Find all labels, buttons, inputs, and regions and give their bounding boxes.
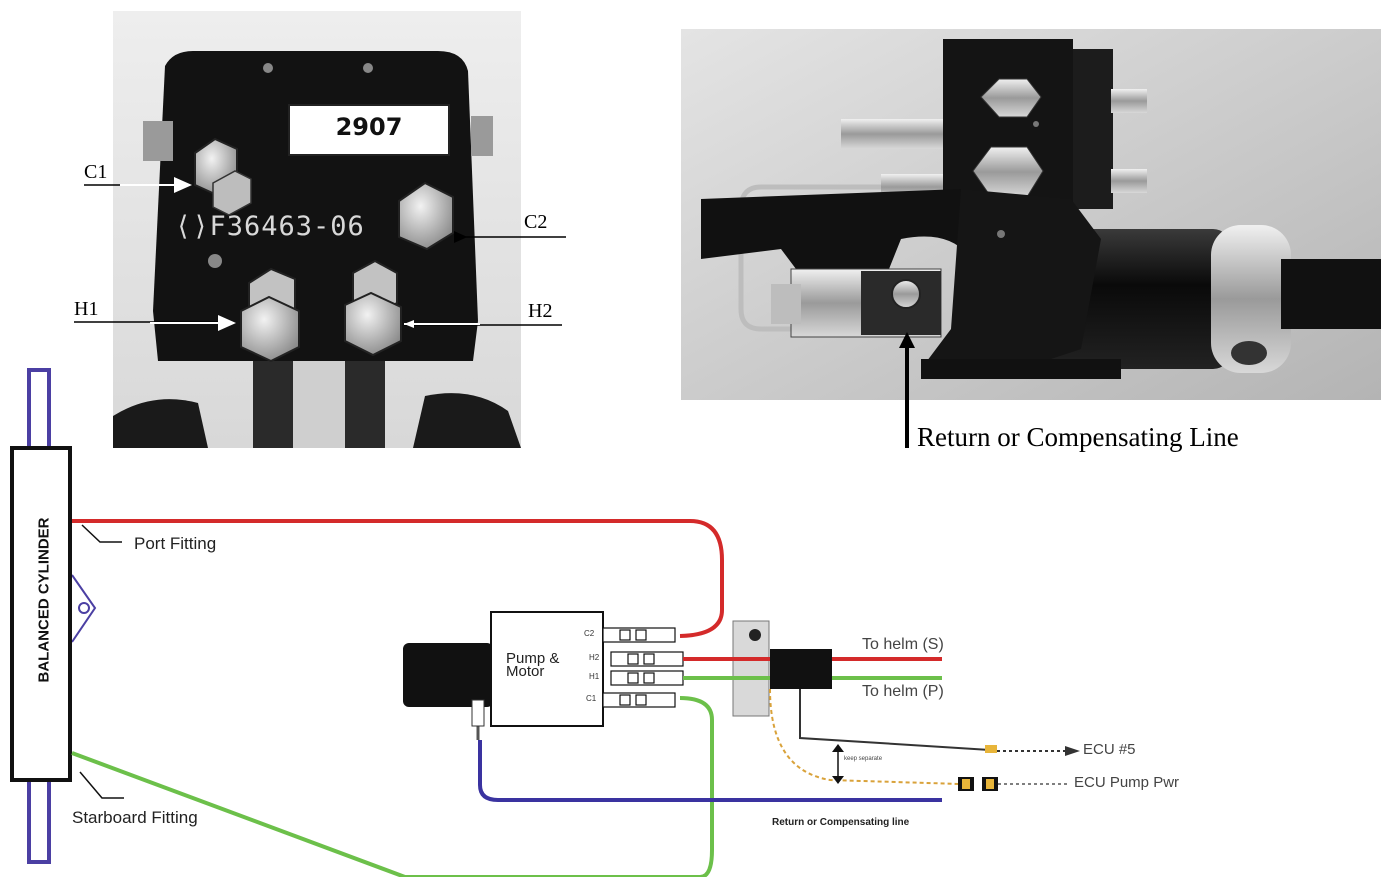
starboard-fitting-label: Starboard Fitting — [72, 808, 198, 827]
hydraulic-diagram — [10, 368, 1080, 877]
starboard-hose — [71, 751, 406, 877]
manifold-photo-art — [113, 11, 521, 448]
pump-photo-art — [681, 29, 1381, 400]
label-h1: H1 — [74, 298, 99, 320]
ecu-pump-power-wire — [769, 688, 961, 785]
port-fitting-label: Port Fitting — [134, 534, 217, 553]
cylinder-rod-bottom — [27, 778, 51, 864]
plate-number: 2907 — [335, 113, 403, 141]
hose-collar — [770, 649, 832, 689]
starboard-hose-return — [405, 696, 714, 877]
port-label-c2: C2 — [584, 629, 595, 638]
helm-s-label: To helm (S) — [862, 636, 944, 653]
cylinder-mount — [71, 574, 97, 643]
port-label-h2: H2 — [589, 653, 600, 662]
return-line-label: Return or Compensating line — [772, 817, 910, 828]
return-line-caption: Return or Compensating Line — [917, 422, 1239, 452]
pump-motor-label: Pump & Motor — [506, 650, 560, 680]
manifold-photo: 2907 ⟨⟩F36463-06 — [113, 11, 521, 448]
ecu-pump-pwr-label: ECU Pump Pwr — [1074, 774, 1180, 791]
port-fittings — [602, 627, 684, 708]
pump-photo — [681, 29, 1381, 400]
motor-cap — [403, 643, 493, 707]
label-h2: H2 — [528, 300, 553, 322]
helm-p-label: To helm (P) — [862, 683, 944, 700]
starboard-fitting-leader — [79, 771, 124, 799]
port-label-h1: H1 — [589, 672, 600, 681]
return-line — [478, 740, 942, 802]
port-fitting-leader — [81, 524, 122, 543]
port-label-c1: C1 — [586, 694, 597, 703]
ecu5-label: ECU #5 — [1083, 741, 1136, 758]
balanced-cylinder — [10, 446, 72, 782]
cylinder-rod-top — [27, 368, 51, 452]
return-line-arrow — [899, 332, 915, 448]
ecu5-wire — [799, 689, 991, 751]
part-number: ⟨⟩F36463-06 — [175, 211, 365, 242]
keep-separate-label: keep separate — [844, 756, 883, 762]
cylinder-label: BALANCED CYLINDER — [35, 517, 53, 683]
port-hose — [72, 519, 724, 638]
pump-motor-box — [490, 611, 604, 727]
label-c2: C2 — [524, 211, 548, 233]
manifold-callouts — [74, 177, 566, 331]
label-c1: C1 — [84, 161, 108, 183]
